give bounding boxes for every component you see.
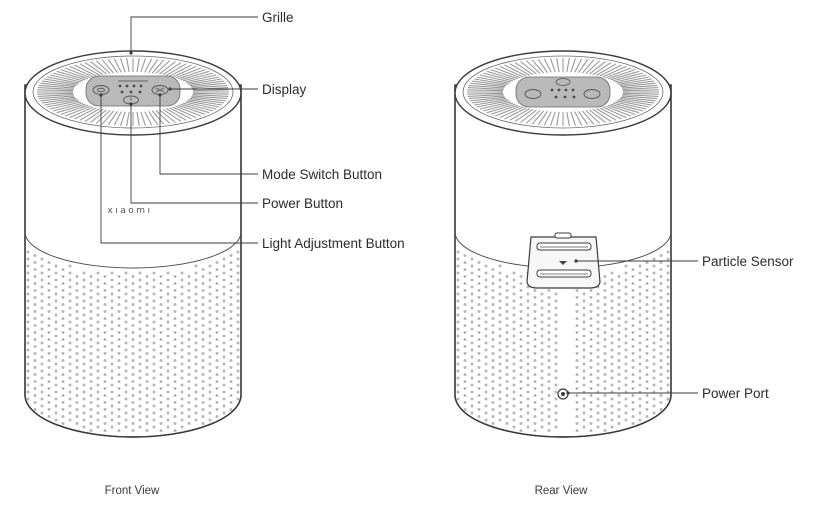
rear-display-panel (515, 76, 611, 108)
label-grille: Grille (262, 10, 294, 25)
front-top-grille-rays (37, 58, 229, 126)
label-power-port: Power Port (702, 386, 769, 401)
label-light-adjustment-button: Light Adjustment Button (262, 236, 405, 251)
power-port (557, 388, 569, 400)
rear-top-grille-rays (467, 58, 659, 126)
label-mode-switch-button: Mode Switch Button (262, 167, 382, 182)
front-display-indicators (118, 84, 143, 94)
caption-rear-view: Rear View (535, 485, 589, 497)
rear-leader-lines (566, 259, 698, 395)
label-particle-sensor: Particle Sensor (702, 254, 794, 269)
label-power-button: Power Button (262, 196, 343, 211)
front-leader-lines (99, 16, 258, 244)
caption-front-view: Front View (105, 485, 160, 497)
front-brand-mark: xıaomı (107, 206, 152, 216)
front-lower-grille-perforation (26, 250, 240, 432)
rear-view-purifier (454, 50, 672, 438)
particle-sensor-housing (526, 232, 601, 289)
front-view-purifier: xıaomı (24, 50, 242, 438)
front-display-panel (85, 75, 181, 107)
label-display: Display (262, 82, 307, 97)
